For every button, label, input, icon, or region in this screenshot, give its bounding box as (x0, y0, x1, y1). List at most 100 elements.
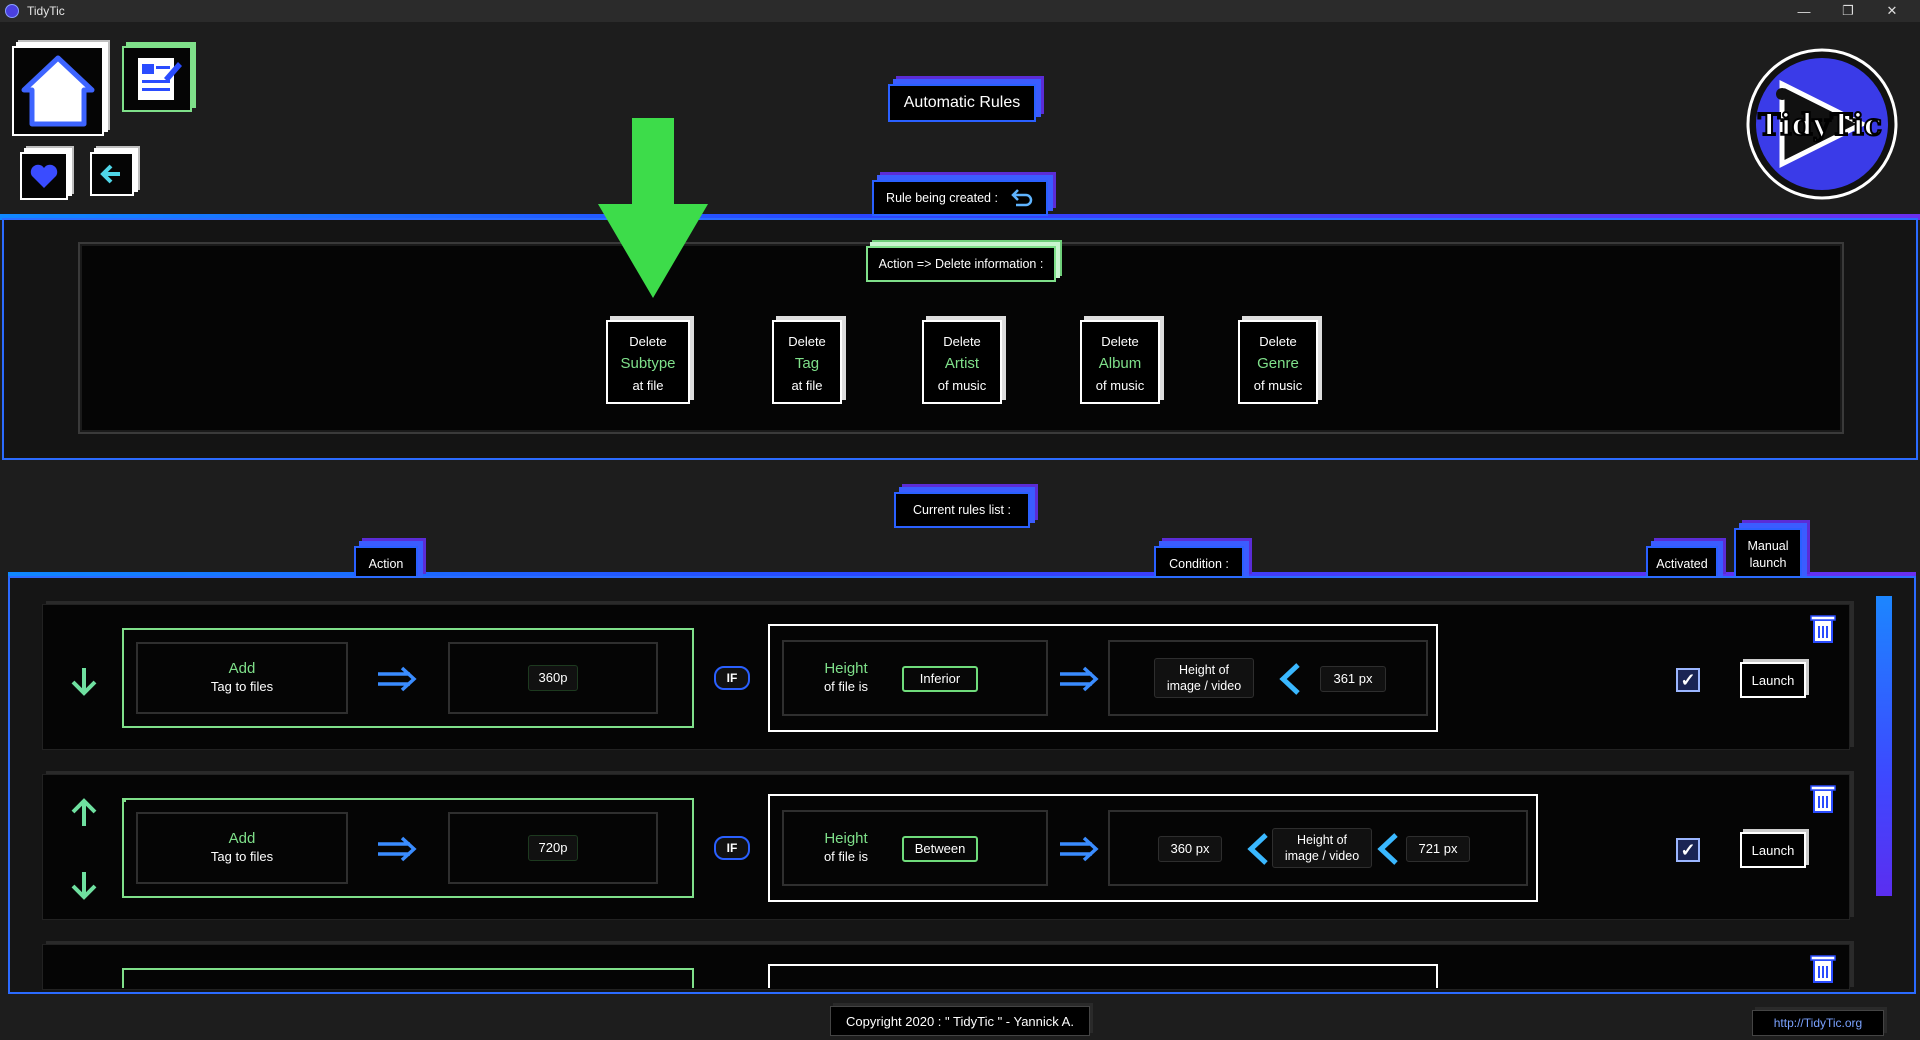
rule2-target-line2: image / video (1284, 849, 1360, 863)
rule2-target-cell[interactable]: 360 px Height of image / video 721 px (1108, 810, 1528, 886)
rule1-action-verb: Add (228, 660, 256, 677)
rule2-value-cell[interactable]: 720p (448, 812, 658, 884)
delete-genre-line1: Delete (1259, 334, 1297, 349)
rule-being-created-label: Rule being created : (872, 180, 1048, 216)
rule1-cond-title: Height (824, 660, 868, 677)
delete-subtype-line3: at file (632, 378, 664, 393)
rule2-action-border (122, 798, 694, 898)
rule2-action-verb: Add (228, 830, 256, 847)
delete-subtype-button[interactable]: Delete Subtype at file (606, 320, 690, 404)
rule2-target-line1: Height of (1296, 833, 1348, 847)
rule1-operator-chip[interactable]: Inferior (902, 666, 978, 692)
move-down-icon[interactable] (68, 868, 100, 902)
rule2-action-cell[interactable]: Add Tag to files (136, 812, 348, 884)
rule2-low-chip: 360 px (1158, 836, 1222, 862)
trash-icon[interactable] (1808, 612, 1838, 644)
rule1-action-cell[interactable]: Add Tag to files (136, 642, 348, 714)
trash-icon[interactable] (1808, 952, 1838, 984)
delete-album-button[interactable]: Delete Album of music (1080, 320, 1160, 404)
delete-tag-line3: at file (791, 378, 823, 393)
manual-launch-line2: launch (1749, 556, 1787, 570)
delete-tag-line1: Delete (788, 334, 826, 349)
delete-album-line2: Album (1098, 355, 1142, 372)
copyright-text: Copyright 2020 : " TidyTic " - Yannick A… (830, 1006, 1090, 1036)
column-manual-launch: Manual launch (1734, 528, 1802, 582)
delete-genre-button[interactable]: Delete Genre of music (1238, 320, 1318, 404)
page-title: Automatic Rules (888, 84, 1036, 122)
window-titlebar: TidyTic (0, 0, 1920, 22)
delete-artist-button[interactable]: Delete Artist of music (922, 320, 1002, 404)
double-arrow-right-icon (378, 836, 417, 862)
rule2-high-chip: 721 px (1406, 836, 1470, 862)
logo-text: TidyTic (1757, 107, 1883, 144)
double-arrow-right-icon (1060, 836, 1099, 862)
back-button[interactable] (90, 152, 134, 196)
delete-album-line3: of music (1095, 378, 1145, 393)
delete-genre-line2: Genre (1257, 355, 1299, 372)
rule1-condition-cell[interactable]: Height of file is Inferior (782, 640, 1048, 716)
delete-tag-button[interactable]: Delete Tag at file (772, 320, 842, 404)
rule1-target-line1: Height of (1178, 663, 1230, 677)
rules-divider (8, 572, 1916, 578)
delete-tag-line2: Tag (794, 355, 820, 372)
rules-scrollbar[interactable] (1876, 596, 1892, 896)
action-delete-label: Action => Delete information : (866, 246, 1056, 282)
delete-album-line1: Delete (1101, 334, 1139, 349)
rule1-target-cell[interactable]: Height of image / video 361 px (1108, 640, 1428, 716)
move-down-icon[interactable] (68, 664, 100, 698)
home-icon (21, 55, 95, 127)
tidytic-logo: TidyTic (1742, 44, 1898, 202)
rule2-value-chip: 720p (527, 835, 579, 861)
app-icon (5, 4, 19, 18)
rules-editor-button[interactable] (122, 46, 192, 112)
big-down-arrow-icon (598, 118, 708, 298)
delete-artist-line1: Delete (943, 334, 981, 349)
rule1-launch-button[interactable]: Launch (1740, 662, 1806, 698)
rule-being-created-text: Rule being created : (886, 191, 998, 205)
section-divider (0, 214, 1920, 220)
window-title: TidyTic (27, 4, 65, 18)
less-than-icon (1279, 663, 1300, 695)
home-button[interactable] (12, 46, 104, 136)
edit-document-icon (138, 58, 182, 100)
rule1-target-line2: image / video (1166, 679, 1242, 693)
rule2-launch-button[interactable]: Launch (1740, 832, 1806, 868)
arrow-left-icon (100, 164, 120, 184)
rule2-operator-chip[interactable]: Between (902, 836, 978, 862)
rule1-value-cell[interactable]: 360p (448, 642, 658, 714)
rule3-action-box (122, 968, 694, 988)
website-link[interactable]: http://TidyTic.org (1752, 1010, 1884, 1036)
trash-icon[interactable] (1808, 782, 1838, 814)
minimize-button[interactable]: — (1797, 3, 1811, 19)
restore-button[interactable]: ❐ (1842, 3, 1854, 18)
less-than-icon (1377, 833, 1398, 865)
delete-genre-line3: of music (1253, 378, 1303, 393)
rule-row-3 (42, 944, 1850, 990)
rule2-cond-title: Height (824, 830, 868, 847)
rule1-action-object: Tag to files (210, 679, 274, 694)
double-arrow-right-icon (1060, 666, 1099, 692)
rule1-cond-sub: of file is (823, 679, 869, 694)
move-up-icon[interactable] (68, 796, 100, 830)
rule2-target-chip: Height of image / video (1272, 828, 1372, 868)
undo-icon[interactable] (1008, 189, 1034, 207)
double-arrow-right-icon (378, 666, 417, 692)
rule1-value-chip: 360p (527, 665, 579, 691)
rule1-target-chip: Height of image / video (1154, 658, 1254, 698)
rule2-cond-sub: of file is (823, 849, 869, 864)
delete-artist-line3: of music (937, 378, 987, 393)
favorites-button[interactable] (20, 152, 68, 200)
rule3-condition-box (768, 964, 1438, 988)
current-rules-label: Current rules list : (894, 492, 1030, 528)
rule2-activated-checkbox[interactable]: ✓ (1676, 838, 1700, 862)
rule2-condition-cell[interactable]: Height of file is Between (782, 810, 1048, 886)
rule2-action-object: Tag to files (210, 849, 274, 864)
delete-subtype-line1: Delete (629, 334, 667, 349)
close-button[interactable]: ✕ (1886, 3, 1898, 18)
delete-artist-line2: Artist (944, 355, 980, 372)
rule1-activated-checkbox[interactable]: ✓ (1676, 668, 1700, 692)
rule1-if-badge: IF (714, 666, 750, 690)
heart-icon (30, 164, 58, 188)
delete-subtype-line2: Subtype (620, 355, 676, 372)
less-than-icon (1247, 833, 1268, 865)
